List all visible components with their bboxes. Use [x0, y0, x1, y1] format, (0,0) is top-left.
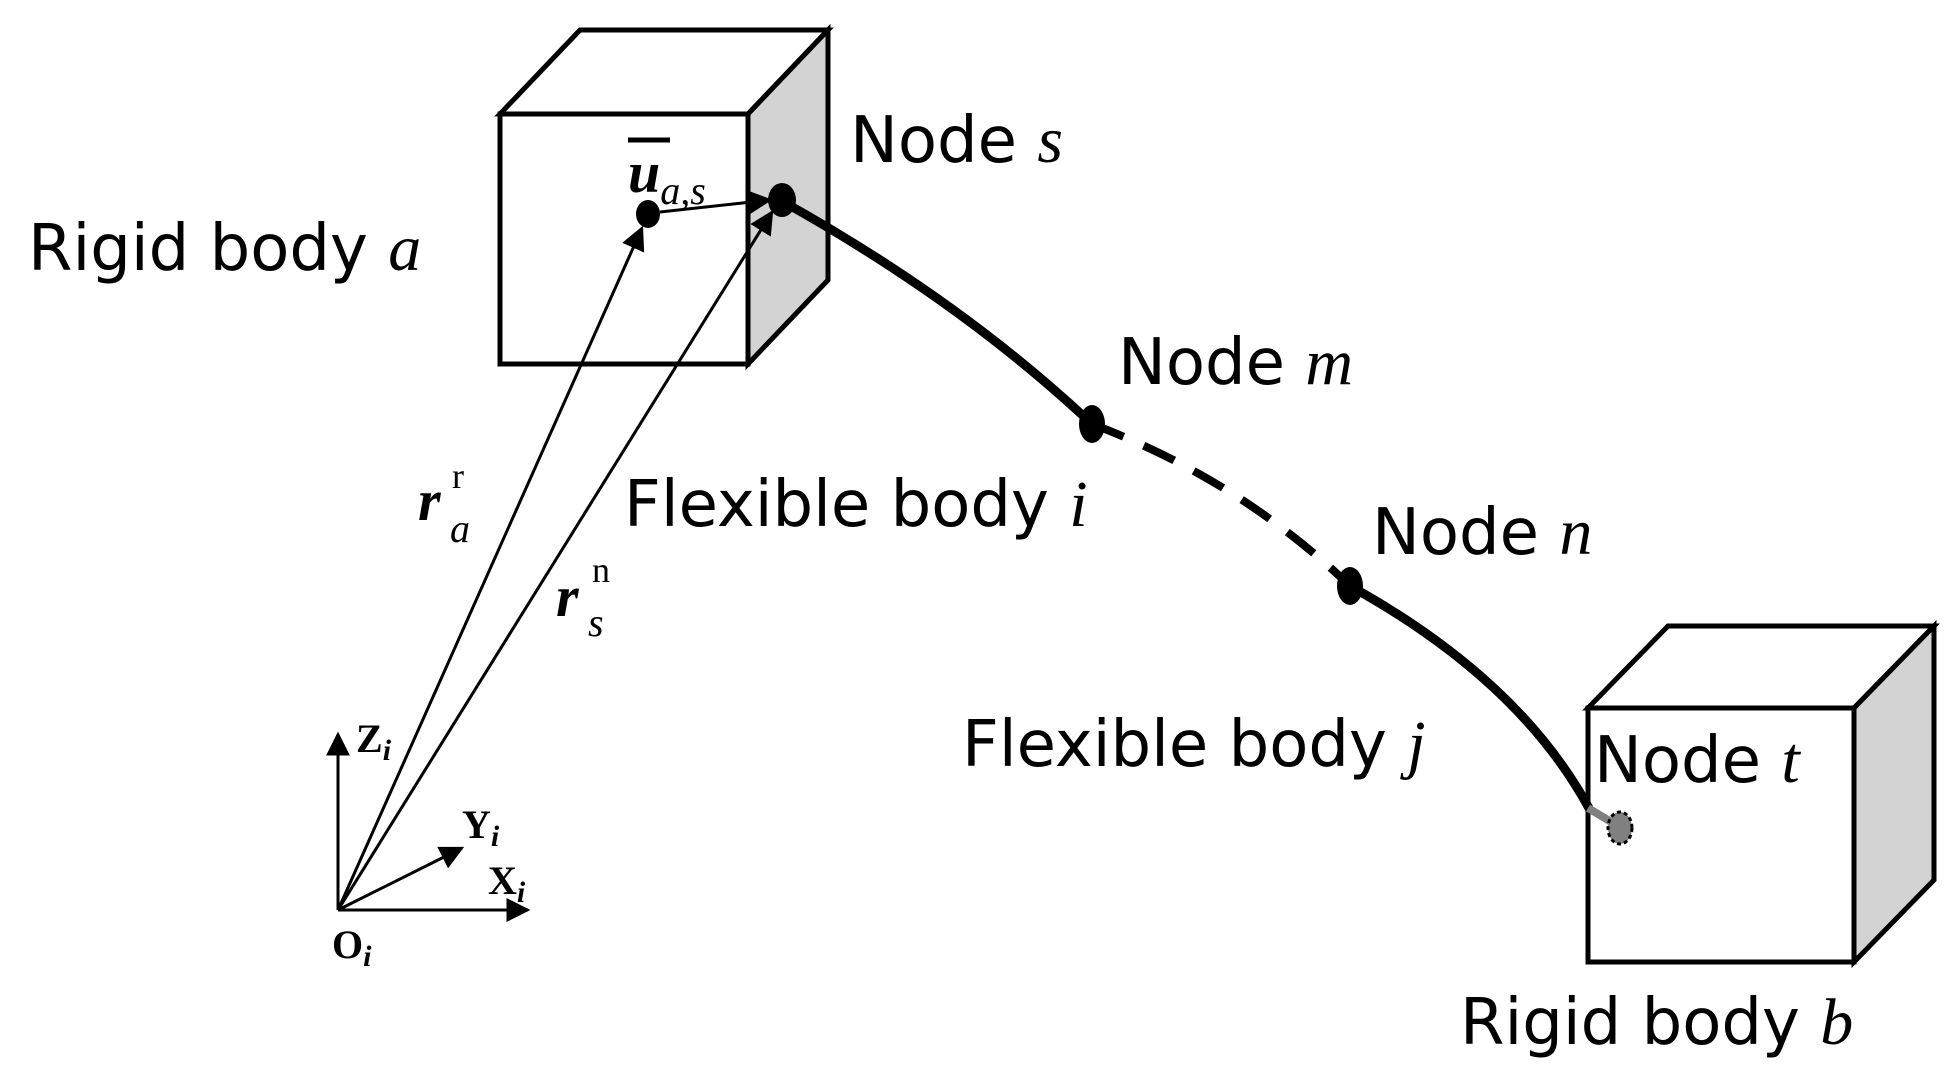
r-a-superscript: r [452, 456, 464, 496]
node-s-dot [768, 183, 796, 217]
node-n-dot [1337, 567, 1363, 605]
label-origin: Oi [332, 922, 372, 973]
label-node-m: Node m [1118, 326, 1353, 400]
flexible-body-j-curve [1347, 582, 1594, 813]
u-bar-symbol: u [628, 140, 660, 205]
flexible-body-i-curve [777, 196, 1096, 428]
cube-a-front-face [497, 111, 751, 367]
cube-b-front-face [1585, 705, 1857, 965]
rigid-a-reference-dot [636, 200, 660, 228]
label-flexible-body-i: Flexible body i [624, 468, 1088, 542]
r-s-symbol: r [556, 564, 579, 629]
svg-text:r: r [418, 468, 441, 533]
label-rigid-body-a: Rigid body a [28, 212, 421, 286]
u-bar-subscript: a,s [660, 168, 706, 213]
svg-text:r: r [556, 564, 579, 629]
r-s-subscript: s [588, 600, 604, 645]
label-node-n: Node n [1372, 496, 1592, 570]
label-z-axis: Zi [356, 716, 392, 767]
node-t-dot [1606, 810, 1634, 846]
r-s-superscript: n [592, 550, 610, 590]
label-y-axis: Yi [462, 802, 500, 853]
r-a-subscript: a [450, 506, 470, 551]
label-r-a: r r a [418, 456, 470, 551]
label-node-t: Node t [1594, 724, 1801, 798]
label-x-axis: Xi [488, 858, 526, 909]
rigid-body-b-cube [1582, 619, 1940, 969]
flexible-segment-dashed [1090, 420, 1353, 589]
y-axis-arrow [337, 846, 465, 912]
rigid-body-a-cube [494, 23, 834, 371]
svg-text:ua,s: ua,s [628, 140, 706, 213]
vector-r-a-arrow [336, 225, 645, 911]
label-flexible-body-j: Flexible body j [962, 708, 1426, 782]
label-node-s: Node s [850, 104, 1063, 178]
vector-r-s-arrow [336, 209, 774, 911]
label-u-bar: ua,s [628, 137, 706, 213]
label-rigid-body-b: Rigid body b [1460, 986, 1853, 1060]
r-a-symbol: r [418, 468, 441, 533]
node-m-dot [1079, 405, 1105, 443]
label-r-s: r n s [556, 550, 610, 645]
vector-u-bar-arrow [659, 190, 773, 215]
